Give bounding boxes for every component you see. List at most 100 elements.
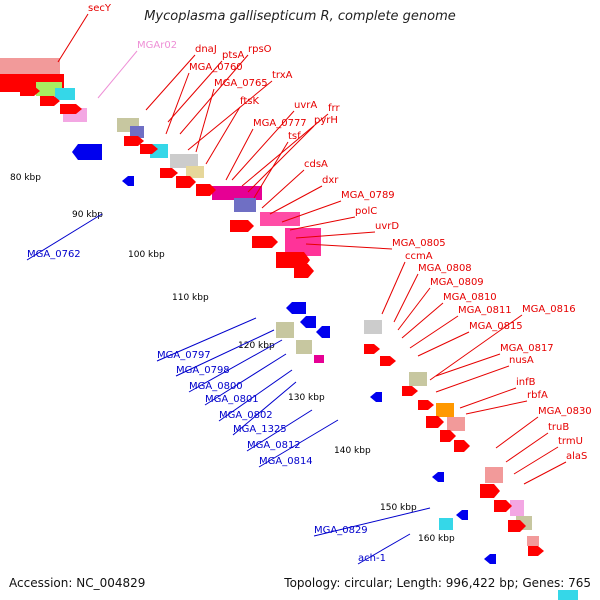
forward-gene-label: trxA [272,70,293,81]
forward-gene-label: secY [88,3,112,14]
reverse-gene-label: MGA_1325 [233,424,287,435]
forward-gene-label: frr [328,103,340,114]
forward-gene-label-leader [269,185,323,215]
forward-gene-label-leader [435,365,510,393]
forward-gene-label-leader [187,80,273,151]
accession-text: Accession: NC_004829 [9,576,146,590]
forward-gene-label-leader [225,128,254,181]
forward-gene-label-leader [231,110,295,181]
reverse-gene-label: MGA_0829 [314,525,368,536]
reverse-gene-label-leader [188,339,283,393]
reverse-gene-label: MGA_0798 [176,365,230,376]
reverse-gene-label-leader [218,369,293,422]
forward-gene-label-leader [495,416,539,449]
forward-gene-arrow [454,440,470,452]
forward-gene-label: MGA_0777 [253,118,307,129]
forward-gene-label: infB [516,377,536,388]
forward-gene-label: MGA_0805 [392,238,446,249]
forward-gene-label: ftsK [240,96,259,107]
reverse-gene-label: MGA_0762 [27,249,81,260]
gene-block [436,403,454,417]
forward-gene-arrow [60,104,82,114]
gene-block [439,518,453,530]
forward-gene-label-leader [435,353,501,377]
gene-block [276,322,294,338]
forward-gene-label-leader [401,302,444,339]
forward-gene-label: MGA_0760 [189,62,243,73]
forward-gene-label-leader [513,446,559,475]
forward-gene-arrow [176,176,196,188]
gene-block [234,198,256,212]
forward-gene-label: MGA_0808 [418,263,472,274]
reverse-gene-label-leader [313,507,431,537]
rna-gene-label-leader [97,50,138,99]
forward-gene-label: MGA_0816 [522,304,576,315]
reverse-gene-arrow [484,554,496,564]
forward-gene-label: alaS [566,451,587,462]
ruler-label: 140 kbp [334,446,371,456]
forward-gene-label: MGA_0810 [443,292,497,303]
forward-gene-label: rbfA [527,390,548,401]
ruler-label: 80 kbp [10,173,41,183]
ruler-label: 100 kbp [128,250,165,260]
forward-gene-label: MGA_0811 [458,305,512,316]
forward-gene-arrow [230,220,254,232]
reverse-gene-label: MGA_0800 [189,381,243,392]
forward-gene-label: MGA_0765 [214,78,268,89]
forward-gene-label: ptsA [222,50,244,61]
forward-gene-label-leader [393,273,419,323]
reverse-gene-label-leader [204,353,287,406]
forward-gene-label: MGA_0789 [341,190,395,201]
reverse-gene-label: ach-1 [358,553,386,564]
forward-gene-arrow [440,430,456,442]
forward-gene-label-leader [465,400,528,415]
forward-gene-arrow [380,356,396,366]
reverse-gene-arrow [370,392,382,402]
forward-gene-label: dxr [322,175,339,186]
forward-gene-label-leader [505,432,549,463]
forward-gene-arrow [418,400,434,410]
forward-gene-arrow [124,136,144,146]
forward-gene-label: nusA [509,355,534,366]
forward-gene-label-leader [295,231,376,239]
forward-gene-arrow [364,344,380,354]
ruler-label: 110 kbp [172,293,209,303]
gene-block [527,536,539,546]
forward-gene-label-leader [289,216,356,231]
forward-gene-label-leader [247,125,315,193]
gene-block [409,372,427,386]
reverse-gene-arrow [456,510,468,520]
forward-gene-label-leader [397,287,431,331]
forward-gene-label-leader [281,200,342,223]
reverse-gene-arrow [432,472,444,482]
reverse-gene-arrow [300,316,316,328]
reverse-gene-arrow [72,144,102,160]
forward-gene-label: rpsO [248,44,272,55]
reverse-gene-arrow [316,326,330,338]
forward-gene-label-leader [523,461,567,485]
forward-gene-label: truB [548,422,569,433]
forward-gene-arrow [2,80,22,90]
forward-gene-arrow [508,520,526,532]
reverse-gene-label-leader [258,419,339,468]
forward-gene-label: pyrH [314,115,338,126]
ruler-label: 130 kbp [288,393,325,403]
forward-gene-arrow [20,86,40,96]
forward-gene-label: uvrD [375,221,399,232]
gene-block [285,228,321,256]
forward-gene-label: polC [355,206,377,217]
ruler-label: 160 kbp [418,534,455,544]
gene-block [0,58,60,74]
gene-block [510,500,524,516]
gene-block [485,467,503,483]
forward-gene-arrow [480,484,500,498]
forward-gene-label-leader [165,72,190,135]
reverse-gene-label-leader [156,317,257,362]
gene-block [314,355,324,363]
ruler-label: 90 kbp [72,210,103,220]
forward-gene-label-leader [459,387,517,409]
forward-gene-label-leader [253,141,289,199]
forward-gene-label: MGA_0817 [500,343,554,354]
forward-gene-arrow [426,416,444,428]
